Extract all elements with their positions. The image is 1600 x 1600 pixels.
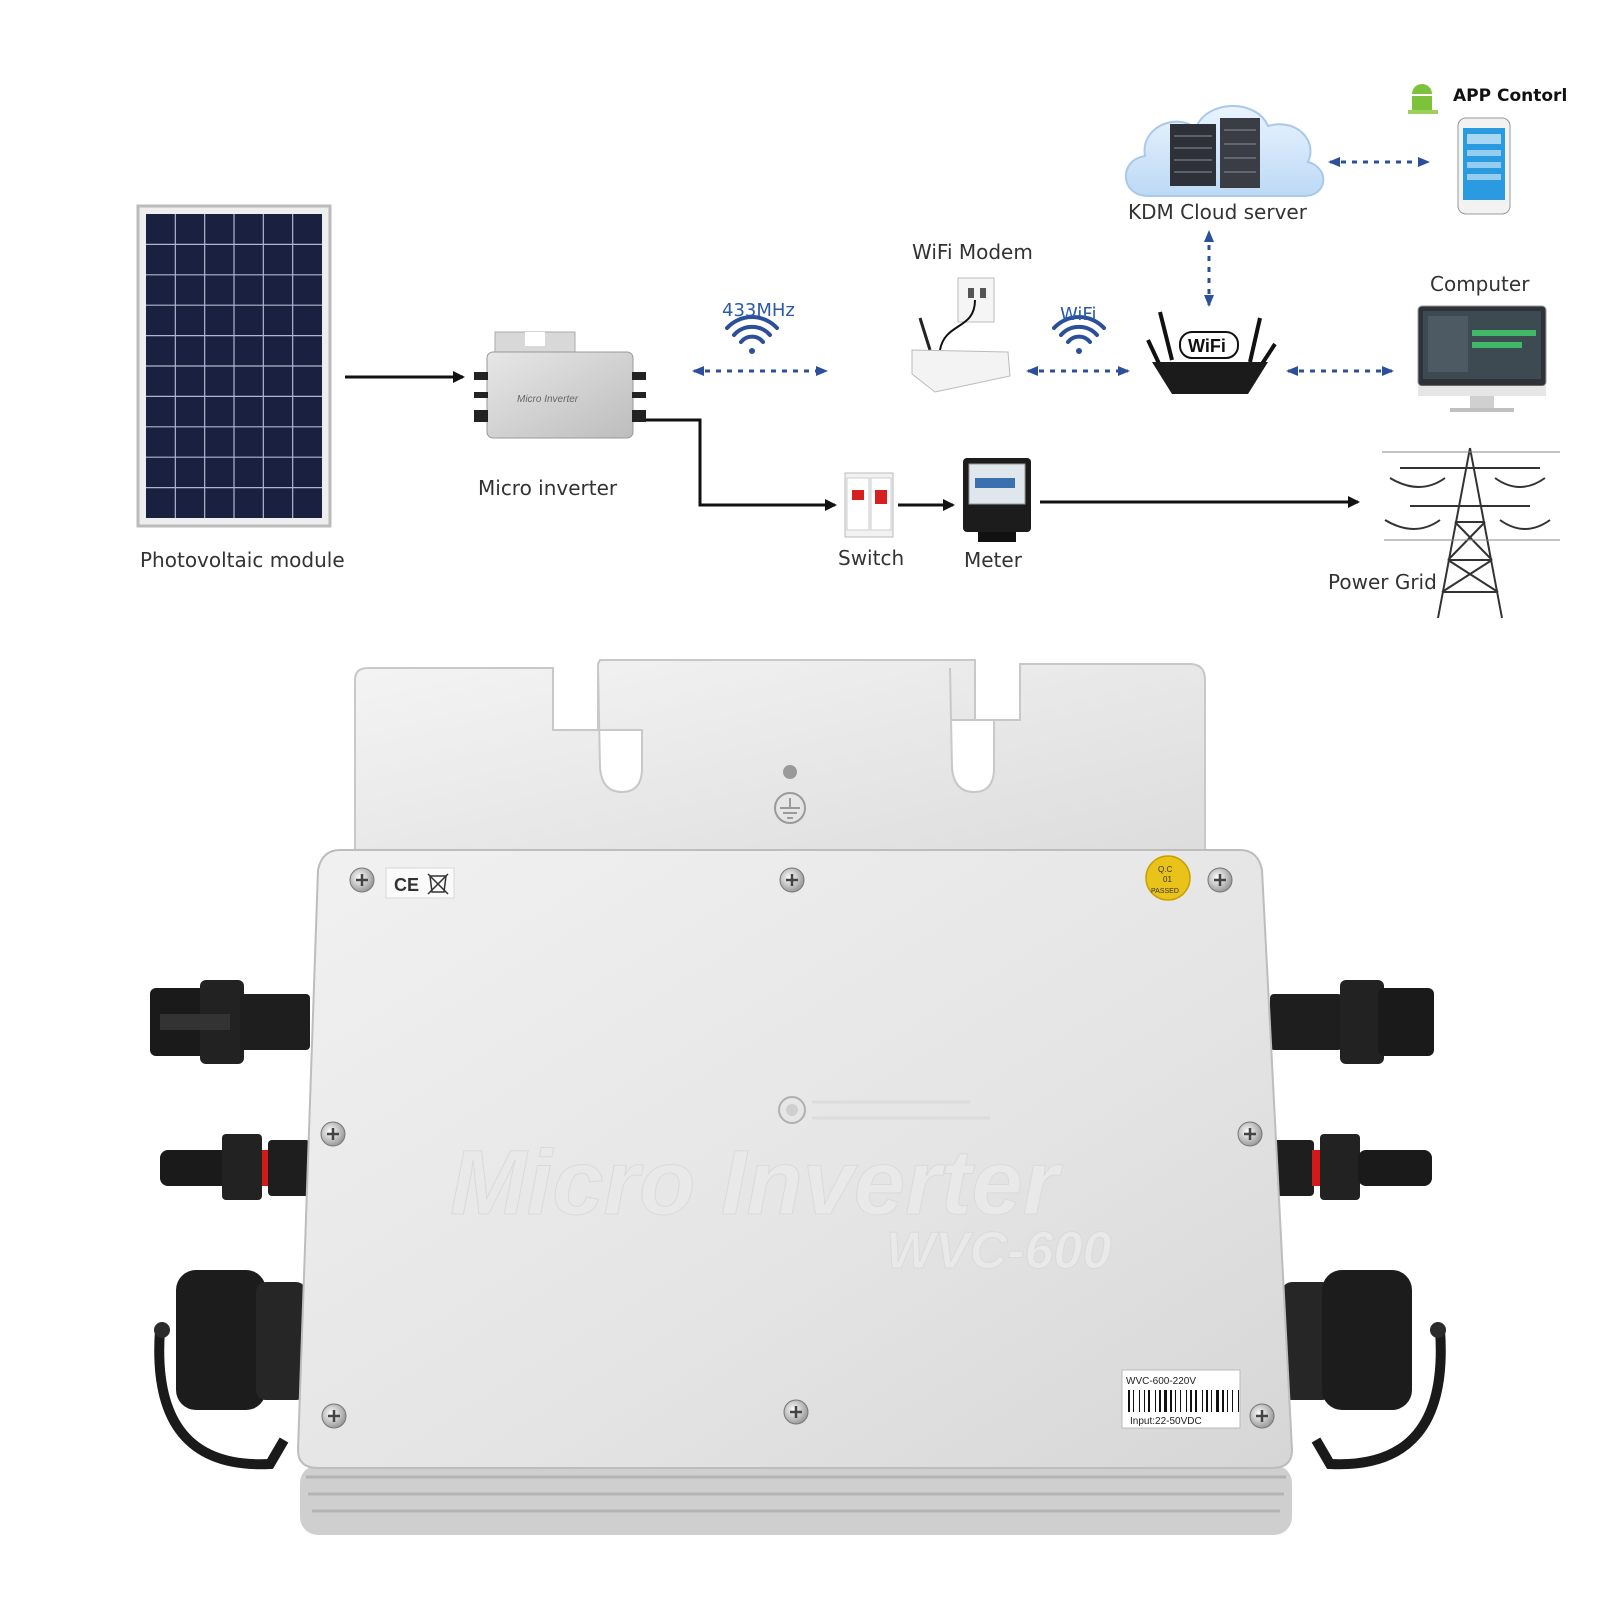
watermark-title: Micro Inverter xyxy=(450,1132,1063,1234)
switch-icon xyxy=(844,472,894,538)
mounting-plate xyxy=(354,659,1206,861)
micro-inverter-icon: Micro Inverter xyxy=(474,331,646,439)
label-meter: Meter xyxy=(964,548,1022,572)
dc-connector-left-bottom xyxy=(160,1134,310,1200)
screw xyxy=(1206,866,1234,894)
router-badge: WiFi xyxy=(1188,336,1226,356)
ac-gland-right xyxy=(1282,1270,1446,1470)
weee-icon xyxy=(427,873,449,895)
ce-mark-text: CE xyxy=(394,875,419,895)
barcode xyxy=(1128,1390,1239,1412)
smartphone-icon xyxy=(1457,117,1511,215)
pv-module-icon xyxy=(136,204,332,528)
ac-gland-left xyxy=(154,1270,306,1470)
label-wifi-modem: WiFi Modem xyxy=(912,240,1033,264)
status-led xyxy=(778,1096,990,1124)
inverter-body xyxy=(296,849,1294,1535)
dc-connector-right-bottom xyxy=(1272,1134,1432,1200)
label-app-control: APP Contorl xyxy=(1453,86,1568,106)
android-icon xyxy=(1408,84,1438,114)
screw xyxy=(1248,1402,1276,1430)
label-switch: Switch xyxy=(838,546,905,570)
watermark-model: WVC-600 xyxy=(886,1222,1111,1280)
line-inverter-to-switch xyxy=(646,418,837,511)
label-power-grid: Power Grid xyxy=(1328,570,1437,594)
rf-wifi-icon xyxy=(725,315,779,354)
label-cloud-server: KDM Cloud server xyxy=(1128,200,1307,224)
screw xyxy=(778,866,806,894)
dc-connector-left-top xyxy=(150,980,310,1064)
product-label: WVC-600-220V Input:22-50VDC xyxy=(1121,1369,1241,1429)
label-photovoltaic-module: Photovoltaic module xyxy=(140,548,345,572)
ground-symbol-icon xyxy=(774,792,806,824)
power-grid-icon xyxy=(1382,447,1560,619)
qc-sticker: Q.C 01 PASSED xyxy=(1145,855,1191,901)
label-model: WVC-600-220V xyxy=(1126,1376,1196,1387)
screw xyxy=(782,1398,810,1426)
wifi-modem-icon xyxy=(911,277,1011,393)
ce-mark: CE xyxy=(385,867,455,899)
qc-sticker-top: Q.C xyxy=(1158,865,1172,874)
system-diagram: Micro Inverter xyxy=(136,84,1560,619)
label-input: Input:22-50VDC xyxy=(1130,1416,1202,1427)
cloud-server-icon xyxy=(1124,105,1325,197)
label-rf-433mhz: 433MHz xyxy=(722,300,795,321)
screw xyxy=(348,866,376,894)
computer-icon xyxy=(1417,305,1547,412)
screw xyxy=(1236,1120,1264,1148)
qc-sticker-bottom: PASSED xyxy=(1151,888,1179,895)
mini-inverter-text: Micro Inverter xyxy=(517,394,579,405)
meter-icon xyxy=(963,458,1031,542)
label-wifi-link: WiFi xyxy=(1060,304,1097,325)
label-computer: Computer xyxy=(1430,272,1530,296)
label-micro-inverter: Micro inverter xyxy=(478,476,618,500)
screw xyxy=(320,1402,348,1430)
screw xyxy=(319,1120,347,1148)
qc-sticker-middle: 01 xyxy=(1163,875,1172,884)
router-icon: WiFi xyxy=(1146,311,1277,394)
dc-connector-right-top xyxy=(1270,980,1434,1064)
wifi-icon xyxy=(1052,315,1106,354)
product-photo: Micro Inverter WVC-600 CE Q.C 01 PASSED … xyxy=(150,659,1446,1535)
